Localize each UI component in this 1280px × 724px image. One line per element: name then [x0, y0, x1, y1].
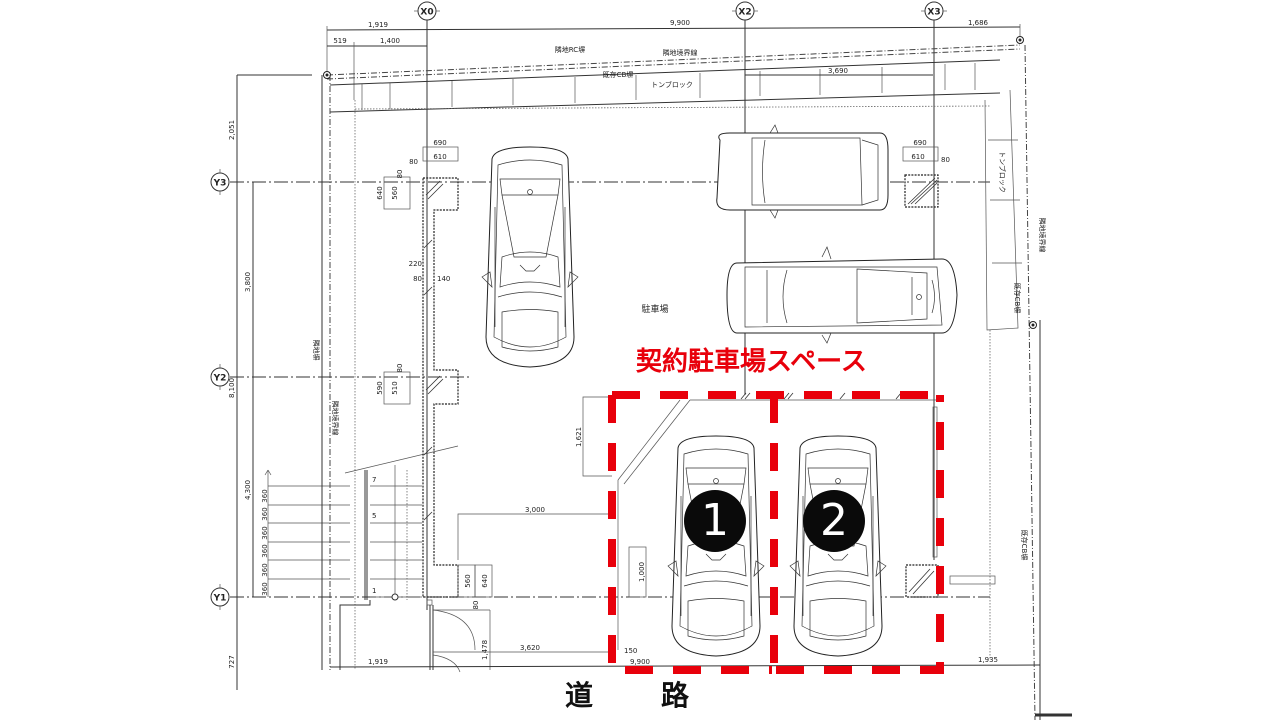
svg-text:1: 1: [372, 587, 376, 595]
svg-text:360: 360: [261, 526, 269, 539]
svg-text:560: 560: [464, 574, 472, 587]
neighbor-rc-wall-label: 隣地RC塀: [555, 45, 585, 54]
svg-text:640: 640: [376, 186, 384, 199]
svg-text:1,919: 1,919: [368, 658, 388, 666]
grid-bubble-y2: Y2: [213, 374, 227, 384]
neighbor-boundary-right-label: 隣地境界線: [1038, 218, 1047, 253]
svg-text:360: 360: [261, 544, 269, 557]
svg-text:690: 690: [913, 139, 926, 147]
svg-text:8,100: 8,100: [228, 378, 236, 398]
road-label-1: 道: [565, 679, 594, 712]
svg-text:9,900: 9,900: [670, 19, 690, 27]
grid-bubble-x0: X0: [420, 8, 433, 18]
car-middle-right: [726, 246, 958, 344]
neighbor-boundary-top-label: 隣地境界線: [663, 48, 698, 57]
svg-text:519: 519: [333, 37, 346, 45]
svg-text:140: 140: [437, 275, 450, 283]
grid-bubble-x2: X2: [738, 8, 751, 18]
svg-text:610: 610: [433, 153, 446, 161]
svg-text:7: 7: [372, 476, 376, 484]
svg-text:3,000: 3,000: [525, 506, 545, 514]
existing-cb-wall-right-label: 既存CB塀: [1013, 283, 1022, 314]
svg-text:1,935: 1,935: [978, 656, 998, 664]
left-dimensions: 2,051 3,800 8,100 4,300 727 360 360 360 …: [228, 74, 350, 690]
staircase: 7 5 1: [339, 445, 459, 670]
svg-text:80: 80: [396, 364, 404, 373]
grid-bubble-y3: Y3: [213, 179, 227, 189]
svg-text:560: 560: [391, 186, 399, 199]
car-top-right: [716, 124, 889, 219]
ton-block-top-label: トンブロック: [651, 80, 693, 89]
svg-text:1,919: 1,919: [368, 21, 388, 29]
svg-text:1,478: 1,478: [481, 640, 489, 660]
svg-text:80: 80: [941, 156, 950, 164]
right-side: 690 610 80 トンブロック 隣地境界線 既存CB塀 既存CB塀: [902, 44, 1072, 721]
svg-text:1,000: 1,000: [638, 562, 646, 582]
svg-text:727: 727: [228, 655, 236, 668]
space-1-badge: 1: [684, 490, 746, 552]
parking-area-label: 駐車場: [641, 303, 668, 315]
top-boundary: 3,690 隣地RC塀 隣地境界線 既存CB塀 トンブロック: [323, 36, 1024, 113]
svg-text:5: 5: [372, 512, 376, 520]
existing-cb-wall-lower-right-label: 既存CB塀: [1020, 530, 1029, 561]
svg-text:1,621: 1,621: [575, 427, 583, 447]
neighbor-wall-left-label: 隣地塀: [312, 340, 321, 361]
contract-parking-title: 契約駐車場スペース: [636, 347, 867, 377]
svg-text:80: 80: [472, 601, 480, 610]
left-wall: 690 610 80 640 560 80 220 80 140 590 510…: [376, 139, 459, 598]
svg-text:80: 80: [413, 275, 422, 283]
svg-text:360: 360: [261, 563, 269, 576]
svg-text:360: 360: [261, 582, 269, 595]
space-2-number: 2: [820, 495, 848, 546]
svg-text:690: 690: [433, 139, 446, 147]
existing-cb-wall-label: 既存CB塀: [603, 70, 634, 79]
svg-text:9,900: 9,900: [630, 658, 650, 666]
space-1-number: 1: [701, 495, 729, 546]
svg-text:80: 80: [396, 170, 404, 179]
left-boundary: 隣地塀 隣地境界線: [312, 75, 356, 670]
svg-text:360: 360: [261, 507, 269, 520]
ton-block-right-label: トンブロック: [998, 151, 1007, 193]
svg-text:510: 510: [391, 381, 399, 394]
svg-text:360: 360: [261, 489, 269, 502]
svg-text:150: 150: [624, 647, 637, 655]
car-top-left: [481, 146, 579, 368]
space-2-right-boundary: [776, 395, 944, 674]
svg-text:640: 640: [481, 574, 489, 587]
contract-parking-boundary: [608, 391, 944, 674]
svg-text:1,686: 1,686: [968, 19, 989, 27]
top-dimensions: 1,919 9,900 1,686 519 1,400: [326, 19, 1021, 100]
svg-text:3,690: 3,690: [828, 67, 848, 75]
svg-text:80: 80: [409, 158, 418, 166]
space-2-badge: 2: [803, 490, 865, 552]
svg-text:220: 220: [409, 260, 422, 268]
grid-bubble-y1: Y1: [213, 594, 227, 604]
svg-text:1,400: 1,400: [380, 37, 400, 45]
road-label-2: 路: [661, 679, 690, 712]
svg-text:3,800: 3,800: [244, 272, 252, 292]
grid-bubble-x3: X3: [927, 8, 940, 18]
svg-text:2,051: 2,051: [228, 120, 236, 140]
svg-text:590: 590: [376, 381, 384, 394]
neighbor-boundary-left-label: 隣地境界線: [331, 401, 340, 436]
svg-text:4,300: 4,300: [244, 480, 252, 500]
svg-text:3,620: 3,620: [520, 644, 540, 652]
svg-text:610: 610: [911, 153, 924, 161]
